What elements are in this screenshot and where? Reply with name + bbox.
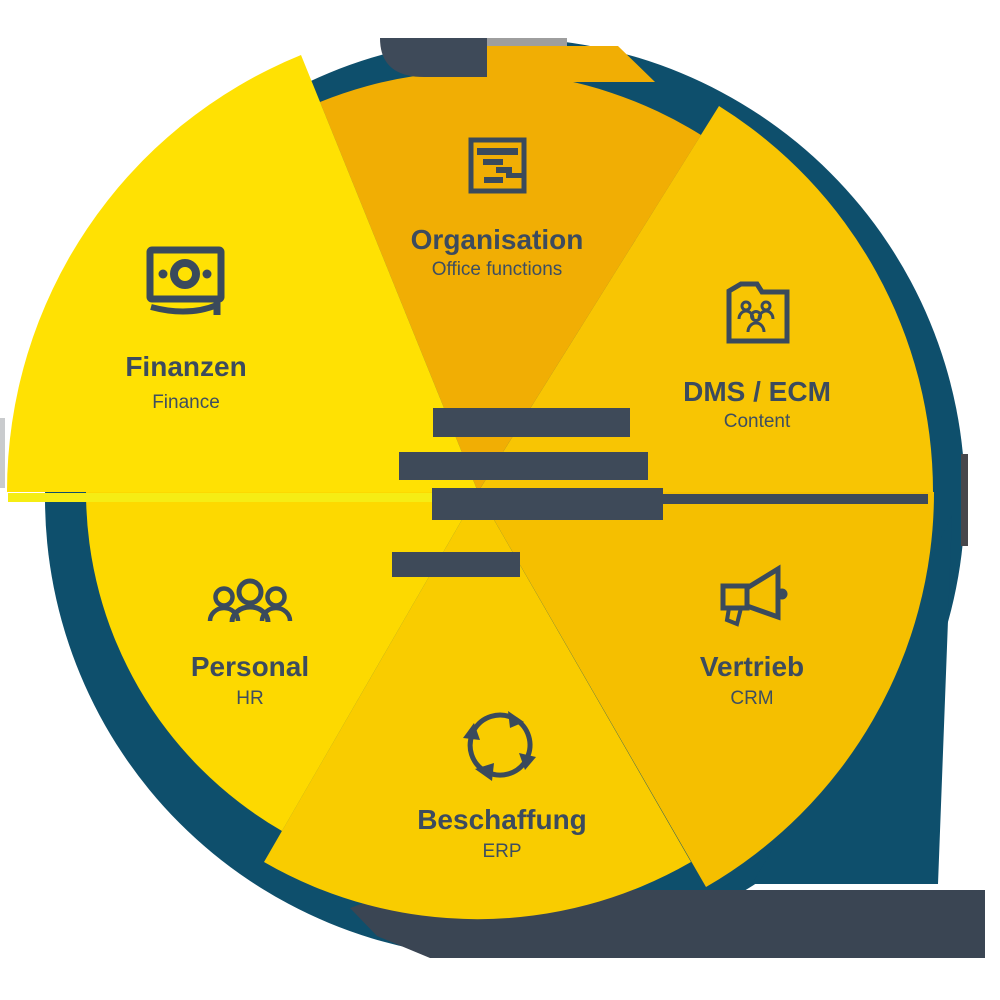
segment-sublabel-organisation: Office functions bbox=[431, 259, 563, 280]
megaphone-icon bbox=[720, 564, 788, 627]
slice-personal bbox=[86, 492, 478, 831]
top-gray-strip bbox=[487, 38, 567, 46]
segment-label-beschaffung: Beschaffung bbox=[417, 804, 587, 835]
segment-label-organisation: Organisation bbox=[410, 224, 584, 255]
center-redaction-bars bbox=[392, 408, 928, 577]
slice-dms-ecm bbox=[478, 106, 934, 492]
segment-sublabel-personal: HR bbox=[236, 688, 264, 709]
slice-beschaffung bbox=[264, 492, 691, 920]
segment-label-finanzen: Finanzen bbox=[125, 351, 247, 382]
window-tasks-icon bbox=[468, 137, 527, 194]
segment-sublabel-finanzen: Finance bbox=[152, 392, 220, 413]
top-amber-patch bbox=[487, 46, 655, 82]
slice-finanzen bbox=[6, 55, 478, 492]
segment-label-vertrieb: Vertrieb bbox=[699, 651, 805, 682]
segment-label-dms-ecm: DMS / ECM bbox=[683, 376, 831, 407]
top-redaction-block bbox=[380, 38, 567, 77]
left-edge-strip bbox=[0, 418, 5, 488]
segment-label-personal: Personal bbox=[190, 651, 310, 682]
banknote-icon bbox=[146, 246, 225, 315]
segment-sublabel-vertrieb: CRM bbox=[730, 688, 774, 709]
folder-users-icon bbox=[726, 281, 790, 344]
people-icon bbox=[207, 578, 293, 623]
slice-organisation bbox=[320, 71, 701, 492]
cycle-arrows-icon bbox=[463, 711, 536, 781]
segment-sublabel-beschaffung: ERP bbox=[482, 841, 522, 862]
segment-sublabel-dms-ecm: Content bbox=[723, 411, 791, 432]
slice-vertrieb bbox=[478, 492, 934, 887]
separator-highlight bbox=[8, 493, 433, 502]
right-edge-notch bbox=[961, 454, 1000, 546]
pie-slices bbox=[6, 55, 934, 920]
